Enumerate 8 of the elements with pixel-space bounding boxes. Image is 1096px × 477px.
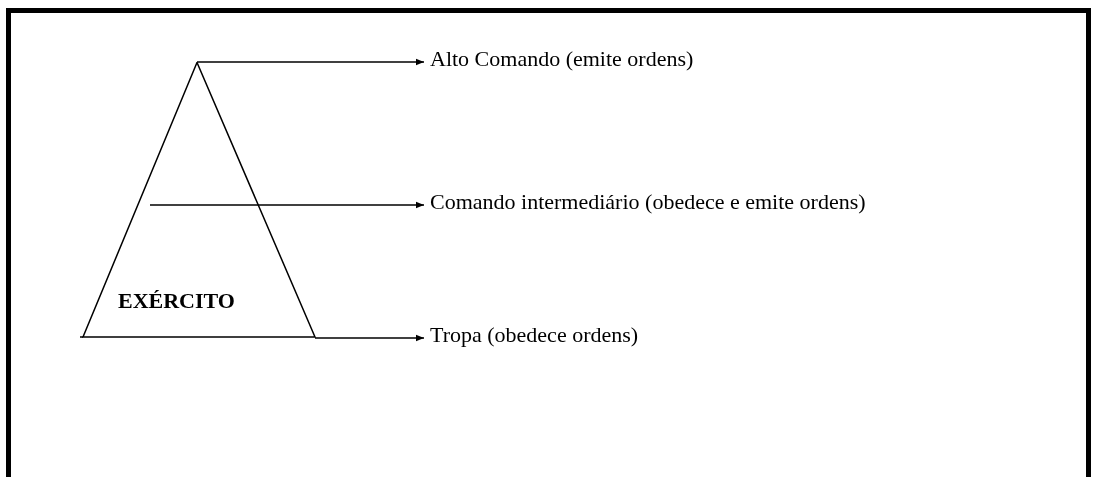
arrow — [196, 58, 425, 66]
level-label: Comando intermediário (obedece e emite ordens) — [430, 189, 866, 214]
pyramid-shape — [80, 62, 316, 338]
level-label: Tropa (obedece ordens) — [430, 322, 639, 347]
arrow — [314, 334, 425, 342]
level-label: Alto Comando (emite ordens) — [430, 46, 694, 71]
arrow — [149, 201, 425, 209]
pyramid-label: EXÉRCITO — [118, 288, 235, 314]
